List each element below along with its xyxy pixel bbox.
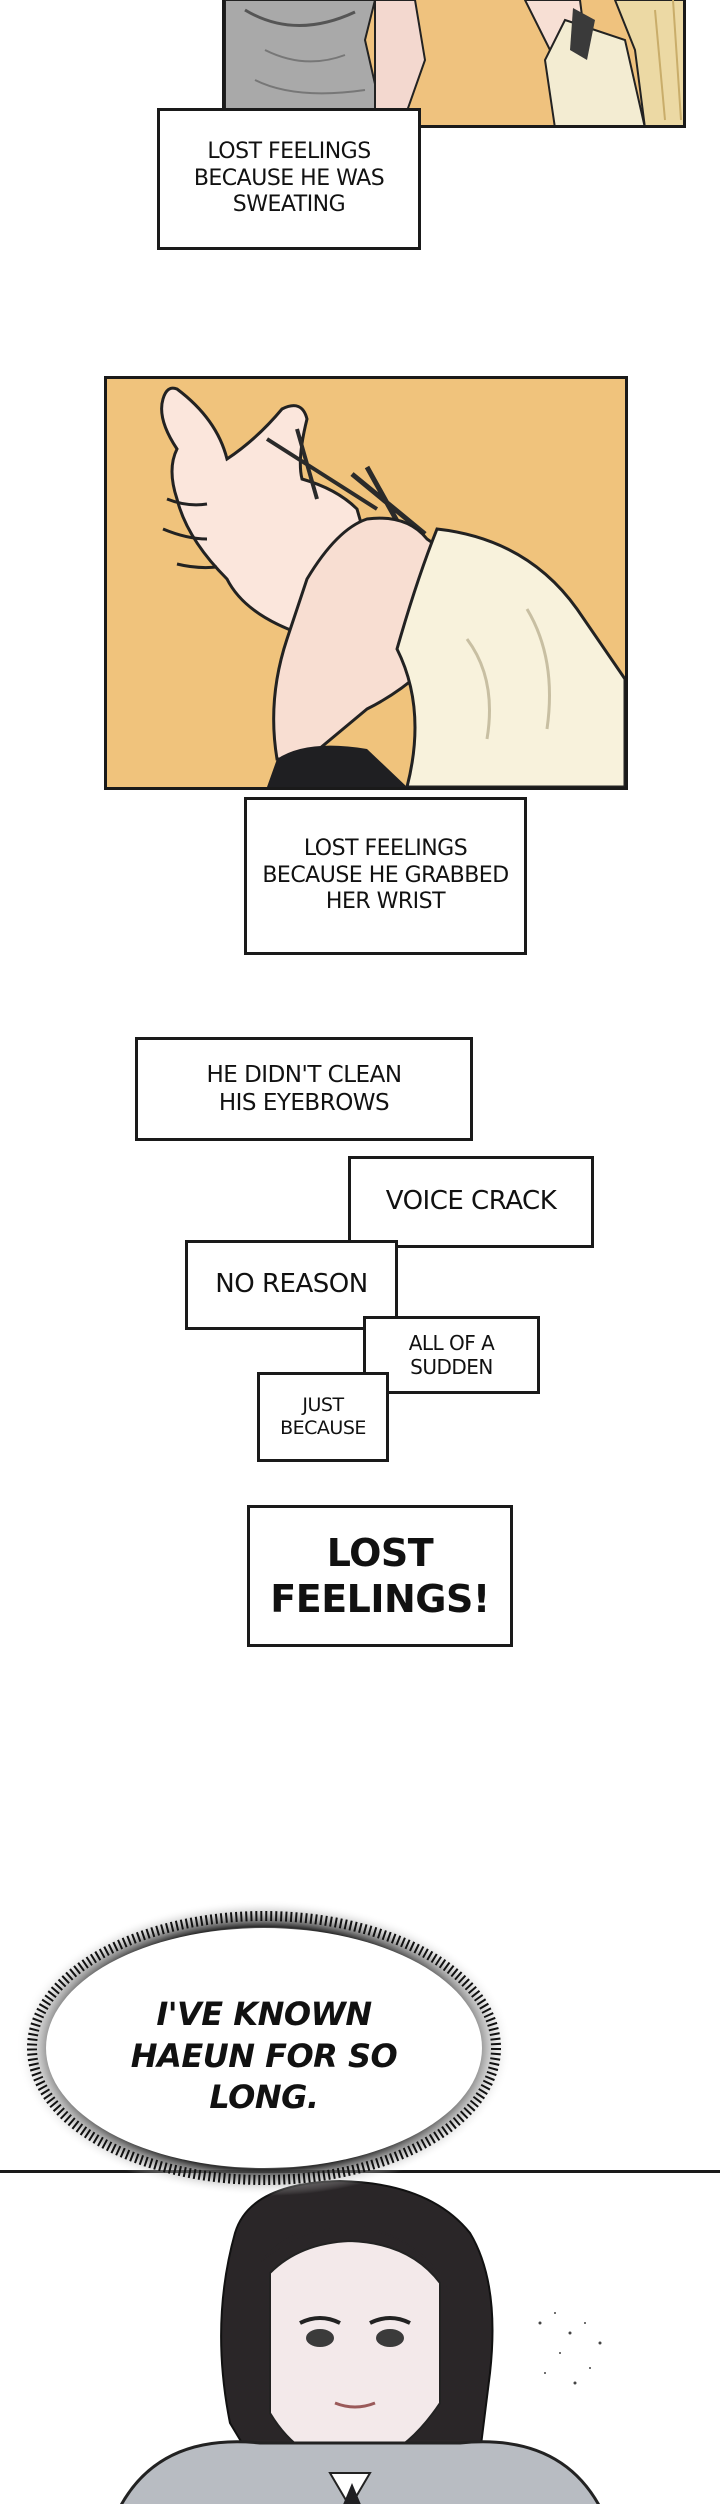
caption-sweating: LOST FEELINGS BECAUSE HE WAS SWEATING bbox=[157, 108, 421, 250]
caption-all-of-sudden: ALL OF A SUDDEN bbox=[363, 1316, 540, 1394]
caption-no-reason: NO REASON bbox=[185, 1240, 398, 1330]
caption-wrist: LOST FEELINGS BECAUSE HE GRABBED HER WRI… bbox=[244, 797, 527, 955]
caption-voice-crack: VOICE CRACK bbox=[348, 1156, 594, 1248]
comic-panel-top bbox=[222, 0, 686, 128]
speech-bubble: I'VE KNOWN HAEUN FOR SO LONG. bbox=[14, 1898, 514, 2198]
panel-girl-art bbox=[120, 2179, 602, 2504]
panel-wrist-art bbox=[160, 386, 625, 787]
comic-panel-girl bbox=[0, 2170, 720, 2504]
speech-bubble-burst bbox=[16, 1900, 512, 2196]
caption-just-because: JUST BECAUSE bbox=[257, 1372, 389, 1462]
caption-lost-feelings: LOST FEELINGS! bbox=[247, 1505, 513, 1647]
comic-panel-wrist bbox=[104, 376, 628, 790]
speech-text: I'VE KNOWN HAEUN FOR SO LONG. bbox=[130, 1995, 398, 2117]
panel-top-art bbox=[225, 0, 683, 125]
caption-eyebrows: HE DIDN'T CLEAN HIS EYEBROWS bbox=[135, 1037, 473, 1141]
